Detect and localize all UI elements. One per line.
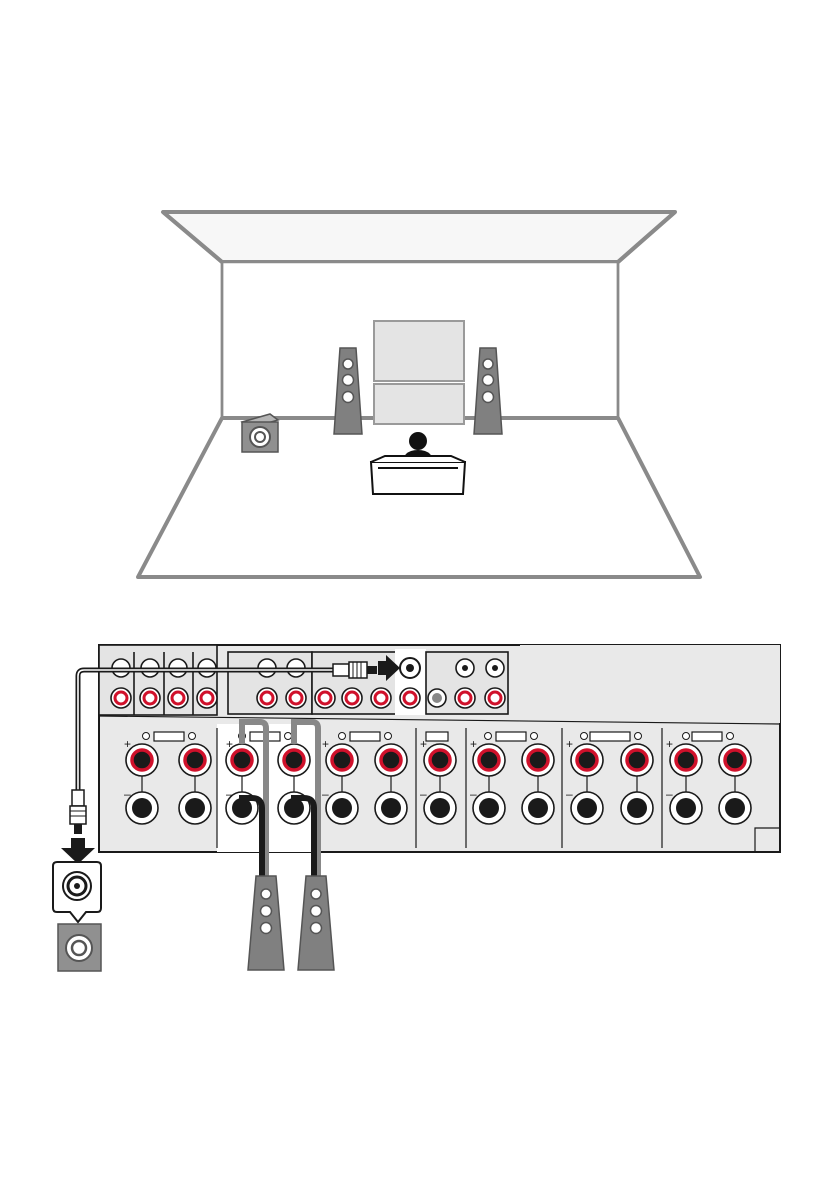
av-receiver-rear-panel: + + + + + + + – – – – – – – xyxy=(99,645,780,852)
front-left-speaker-unit xyxy=(248,876,284,970)
tv-icon xyxy=(374,321,464,424)
svg-text:+: + xyxy=(322,737,329,751)
subwoofer-input-callout xyxy=(53,862,101,922)
svg-text:+: + xyxy=(420,737,427,751)
room-ceiling xyxy=(163,212,675,262)
svg-text:+: + xyxy=(470,737,477,751)
subwoofer-pre-out-jack[interactable] xyxy=(400,658,420,678)
front-right-speaker-unit xyxy=(298,876,334,970)
arrow-to-subwoofer-input xyxy=(61,838,95,864)
svg-text:+: + xyxy=(666,737,673,751)
sofa-icon xyxy=(371,456,465,494)
svg-text:+: + xyxy=(566,737,573,751)
subwoofer-unit xyxy=(58,924,101,971)
svg-text:–: – xyxy=(566,787,573,801)
subwoofer xyxy=(242,414,278,452)
